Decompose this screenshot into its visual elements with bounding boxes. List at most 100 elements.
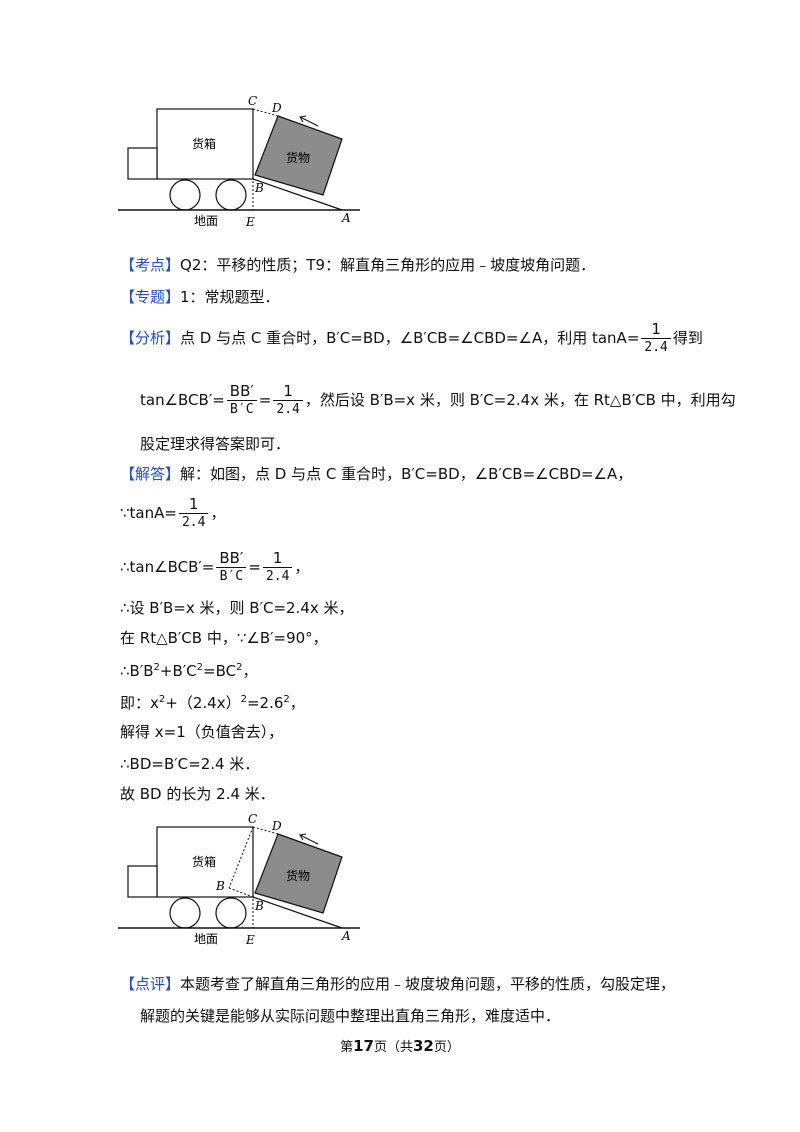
jieda-line-5: 在 Rt△B′CB 中，∵∠B′=90°，: [120, 628, 328, 648]
jieda-l3-a: ∴tan∠BCB′=: [120, 558, 215, 576]
truck-cab: [127, 865, 158, 898]
zhuanti-line: 【专题】1：常规题型．: [120, 287, 280, 307]
arrow-head: [299, 115, 307, 123]
jieda-l8: 解得 x=1（负值舍去），: [120, 723, 284, 741]
jieda-l4: ∴设 B′B=x 米，则 B′C=2.4x 米，: [120, 599, 354, 617]
sup-6: 2: [283, 694, 290, 705]
slope-line: [252, 896, 343, 929]
point-a: A: [341, 211, 351, 225]
point-b: B: [254, 181, 264, 195]
wheel-front: [169, 897, 201, 929]
jieda-l10: 故 BD 的长为 2.4 米．: [120, 785, 275, 803]
fenxi-line-1: 【分析】点 D 与点 C 重合时，B′C=BD，∠B′CB=∠CBD=∠A，利用…: [120, 320, 703, 356]
jieda-l9: ∴BD=B′C=2.4 米．: [120, 755, 260, 773]
wheel-front: [169, 179, 201, 211]
sup-2: 2: [196, 662, 204, 673]
jieda-line-6: ∴B′B2+B′C2=BC2，: [120, 658, 258, 681]
slope-line: [252, 178, 343, 211]
truck-figure-2: 货箱 货物 地面 C D B B E A: [110, 810, 370, 950]
point-d: D: [271, 819, 282, 833]
label-ground: 地面: [194, 932, 218, 946]
jieda-line-7: 即：x2+（2.4x）2=2.62，: [120, 690, 305, 713]
sup-4: 2: [158, 694, 166, 705]
dianping-tag: 【点评】: [120, 975, 181, 993]
jieda-line-4: ∴设 B′B=x 米，则 B′C=2.4x 米，: [120, 598, 354, 618]
dianping-l2: 解题的关键是能够从实际问题中整理出直角三角形，难度适中．: [140, 1007, 561, 1025]
footer-a: 第: [340, 1040, 354, 1055]
jieda-tag: 【解答】: [120, 465, 181, 483]
jieda-l3-b: ，: [294, 558, 310, 576]
label-cargo: 货物: [286, 868, 310, 883]
jieda-l7-a: 即：x: [120, 694, 159, 712]
wheel-rear: [215, 897, 247, 929]
jieda-line-1: 【解答】解：如图，点 D 与点 C 重合时，B′C=BD，∠B′CB=∠CBD=…: [120, 464, 632, 484]
fenxi-text1: 点 D 与点 C 重合时，B′C=BD，∠B′CB=∠CBD=∠A，利用 tan…: [180, 329, 640, 347]
point-d: D: [271, 101, 282, 115]
motion-arrow: [299, 834, 319, 845]
point-b: B: [254, 899, 264, 913]
jieda-l7-b: +（2.4x）: [165, 694, 241, 712]
point-a: A: [341, 929, 351, 943]
fraction-bb-over-bc: BB′B′C: [226, 383, 257, 418]
dashed-bpb: [228, 887, 254, 898]
kaodian-tag: 【考点】: [120, 256, 181, 274]
wheel-rear: [215, 179, 247, 211]
label-box: 货箱: [192, 854, 216, 869]
kaodian-text: Q2：平移的性质；T9：解直角三角形的应用﹣坡度坡角问题．: [180, 256, 596, 274]
jieda-l7-d: ，: [289, 694, 305, 712]
jieda-l6-b: +B′C: [159, 662, 197, 680]
point-e: E: [245, 215, 255, 229]
fenxi-l2-a: tan∠BCB′=: [140, 391, 225, 409]
truck-figure-1: 货箱 货物 地面 C D B E A: [110, 92, 370, 232]
arrow-head: [299, 833, 307, 841]
point-c: C: [248, 812, 257, 826]
dashed-cbp: [228, 826, 254, 889]
fenxi-l2-eq: =: [258, 391, 272, 409]
jieda-l6-d: ，: [242, 662, 258, 680]
cargo-box: [156, 108, 254, 180]
jieda-l2-a: ∵tanA=: [120, 504, 177, 522]
cargo-box: [156, 826, 254, 898]
dianping-line-1: 【点评】本题考查了解直角三角形的应用﹣坡度坡角问题，平移的性质，勾股定理，: [120, 974, 675, 994]
kaodian-line: 【考点】Q2：平移的性质；T9：解直角三角形的应用﹣坡度坡角问题．: [120, 255, 595, 275]
fraction-bb-bc-jieda: BB′B′C: [216, 550, 247, 585]
cargo-square: [254, 833, 343, 914]
jieda-l2-b: ，: [210, 504, 226, 522]
dianping-line-2: 解题的关键是能够从实际问题中整理出直角三角形，难度适中．: [140, 1006, 560, 1026]
jieda-l3-eq: =: [248, 558, 261, 576]
label-cargo: 货物: [286, 150, 310, 165]
label-box: 货箱: [192, 136, 216, 151]
footer-c: 页）: [433, 1040, 460, 1055]
jieda-line-9: ∴BD=B′C=2.4 米．: [120, 754, 259, 774]
jieda-l1: 解：如图，点 D 与点 C 重合时，B′C=BD，∠B′CB=∠CBD=∠A，: [180, 465, 633, 483]
sup-5: 2: [240, 694, 247, 705]
fenxi-line-3: 股定理求得答案即可．: [140, 434, 290, 454]
page-number: 17: [353, 1037, 374, 1055]
point-b-prime: B: [215, 879, 225, 893]
dashed-cd: [252, 826, 279, 835]
fenxi-l3: 股定理求得答案即可．: [140, 435, 291, 453]
jieda-l6-c: =BC: [203, 662, 237, 680]
sup-3: 2: [236, 662, 243, 673]
dianping-l1: 本题考查了解直角三角形的应用﹣坡度坡角问题，平移的性质，勾股定理，: [180, 975, 676, 993]
zhuanti-text: 1：常规题型．: [180, 288, 280, 306]
cargo-square: [254, 115, 343, 196]
fenxi-tag: 【分析】: [120, 329, 181, 347]
footer-b: 页（共: [373, 1040, 413, 1055]
fenxi-text2: 得到: [672, 329, 703, 347]
jieda-l7-c: =2.6: [246, 694, 284, 712]
motion-arrow: [299, 116, 319, 127]
fenxi-l2-b: ，然后设 B′B=x 米，则 B′C=2.4x 米，在 Rt△B′CB 中，利用…: [304, 391, 736, 409]
jieda-l6-a: ∴B′B: [120, 662, 154, 680]
dashed-cd: [252, 108, 279, 117]
zhuanti-tag: 【专题】: [120, 288, 181, 306]
jieda-line-8: 解得 x=1（负值舍去），: [120, 722, 283, 742]
point-c: C: [248, 94, 257, 108]
page-total: 32: [413, 1037, 434, 1055]
